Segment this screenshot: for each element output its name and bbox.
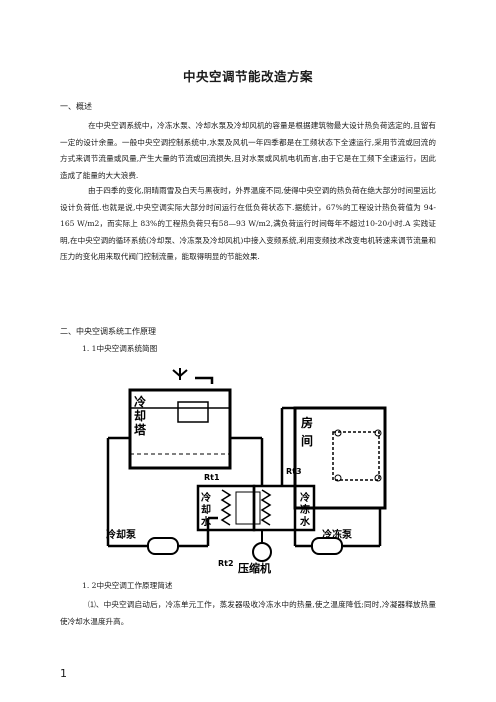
cooling-water-label: 水 (200, 515, 212, 528)
cooling-tower-label: 冷 (134, 394, 146, 409)
cooling-tower-label: 却 (134, 408, 146, 423)
subsection-heading-principle: 1. 2中央空调工作原理简述 (82, 581, 173, 590)
compressor (252, 530, 272, 562)
section-heading-principle: 二、中央空调系统工作原理 (60, 327, 156, 336)
chiller-unit (196, 484, 316, 532)
hvac-system-diagram: 冷 却 塔 房 间 (106, 368, 387, 575)
chilled-water-label: 冻 (300, 503, 310, 516)
cooling-tower-label: 塔 (134, 422, 147, 437)
cooling-tower (128, 388, 232, 470)
compressor-label: 压缩机 (238, 561, 271, 575)
room (293, 406, 387, 510)
subsection-heading-diagram: 1. 1中央空调系统简图 (82, 344, 158, 353)
room-label: 间 (301, 433, 313, 448)
page-title: 中央空调节能改造方案 (182, 69, 313, 84)
cooling-pump (147, 537, 179, 555)
paragraph-text: 由于四季的变化,阴晴雨雪及白天与黑夜时，外界温度不同,使得中央空调的热负荷在绝大… (60, 186, 436, 262)
paragraph-principle-1: ⑴、中央空调启动后，冷冻单元工作，蒸发器吸收冷冻水中的热量,使之温度降低;同时,… (60, 597, 436, 630)
sensor-label-rt1: Rt1 (204, 473, 220, 482)
fan-icon (172, 368, 188, 380)
cooling-water-pipes (106, 436, 264, 548)
section-heading-overview: 一、概述 (60, 102, 92, 111)
cooling-water-label: 却 (201, 503, 211, 516)
chilled-pump-label: 冷冻泵 (322, 528, 353, 541)
cooling-pump-label: 冷却泵 (106, 528, 137, 541)
paragraph-text: ⑴、中央空调启动后，冷冻单元工作，蒸发器吸收冷冻水中的热量,使之温度降低;同时,… (60, 600, 436, 626)
sensor-label-rt3: Rt3 (286, 467, 302, 476)
chilled-water-label: 水 (299, 515, 311, 528)
page-number: 1 (60, 667, 67, 680)
paragraph-text: 在中央空调系统中，冷冻水泵、冷却水泵及冷却风机的容量是根据建筑物最大设计热负荷选… (60, 121, 436, 180)
sensor-label-rt2: Rt2 (218, 559, 234, 568)
room-label: 房 (301, 415, 313, 430)
chilled-water-pipes (280, 406, 382, 548)
chilled-water-label: 冷 (300, 491, 310, 504)
paragraph-overview-2: 由于四季的变化,阴晴雨雪及白天与黑夜时，外界温度不同,使得中央空调的热负荷在绝大… (60, 183, 436, 266)
paragraph-overview-1: 在中央空调系统中，冷冻水泵、冷却水泵及冷却风机的容量是根据建筑物最大设计热负荷选… (60, 118, 436, 184)
chilled-pump (311, 537, 343, 555)
cooling-water-label: 冷 (201, 491, 211, 504)
